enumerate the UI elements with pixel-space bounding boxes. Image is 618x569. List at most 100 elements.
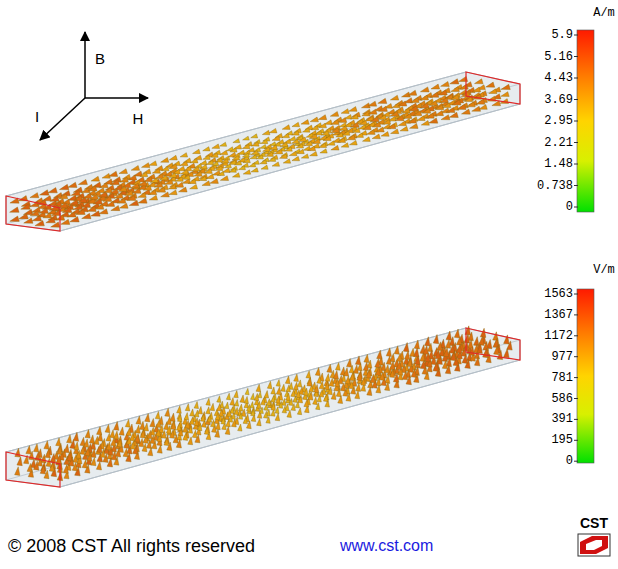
field-arrow (99, 209, 108, 214)
field-arrow (194, 418, 199, 426)
field-arrow (17, 457, 22, 466)
field-arrow (42, 196, 51, 201)
field-arrow (156, 429, 161, 437)
field-arrow (276, 396, 281, 404)
field-arrow (34, 444, 39, 452)
field-arrow (192, 167, 200, 172)
field-arrow (251, 134, 258, 138)
field-arrow (135, 425, 140, 433)
field-arrow (119, 169, 127, 174)
field-arrow (367, 387, 372, 395)
field-arrow (82, 460, 87, 468)
h-axis (85, 97, 148, 99)
field-arrow (250, 402, 254, 409)
field-arrow (177, 414, 181, 421)
field-arrow (464, 334, 470, 343)
field-arrow (97, 427, 102, 435)
slab-edge (6, 328, 520, 487)
field-arrow (59, 194, 68, 199)
field-arrow (375, 367, 380, 376)
field-arrow (210, 403, 215, 410)
field-arrow (119, 203, 128, 208)
field-arrow (408, 118, 417, 123)
field-arrow (155, 412, 160, 420)
field-arrow (303, 128, 310, 132)
field-arrow (381, 132, 389, 137)
field-arrow (311, 125, 319, 129)
field-arrow (386, 356, 391, 365)
scale-unit: A/m (593, 7, 615, 19)
field-arrow (451, 95, 459, 100)
field-arrow (180, 161, 188, 166)
field-arrow (327, 364, 332, 372)
field-arrow (136, 177, 145, 182)
field-arrow (152, 169, 160, 174)
scale-tick (574, 294, 578, 295)
field-arrow (264, 391, 269, 399)
field-arrow (245, 388, 249, 395)
field-arrow (166, 426, 171, 434)
field-arrow (190, 184, 198, 189)
field-arrow (251, 409, 255, 416)
field-arrow (296, 390, 301, 398)
field-arrow (414, 340, 419, 349)
field-arrow (99, 183, 108, 188)
field-arrow (224, 164, 231, 168)
field-arrow (435, 111, 444, 116)
field-arrow (202, 181, 210, 186)
field-arrow (127, 195, 136, 200)
field-arrow (282, 406, 286, 413)
field-arrow (226, 393, 230, 400)
field-arrow (183, 175, 191, 179)
field-arrow (140, 172, 148, 177)
scale-value: 2.95 (544, 115, 573, 127)
field-arrow (69, 200, 78, 205)
slab (6, 326, 520, 487)
field-arrow (172, 169, 180, 174)
field-arrow (307, 378, 312, 386)
field-arrow (132, 188, 141, 193)
field-arrow (50, 454, 55, 463)
axis-label: I (35, 109, 39, 124)
field-arrow (287, 410, 292, 417)
scale-tick (574, 78, 578, 79)
logo-inner (586, 540, 602, 550)
field-arrow (256, 155, 263, 159)
field-arrow (355, 356, 360, 365)
field-arrow (114, 431, 119, 439)
field-arrow (315, 367, 320, 375)
field-arrow (119, 427, 124, 435)
i-axis (40, 98, 85, 140)
scale-tick (574, 142, 578, 143)
field-arrow (438, 90, 447, 95)
field-arrow (429, 101, 438, 106)
slab-body (6, 72, 520, 231)
field-arrow (251, 150, 259, 154)
field-arrow (251, 142, 259, 146)
copyright-note: © 2008 CST All rights reserved (8, 537, 255, 555)
slab (6, 72, 520, 231)
field-arrow (73, 432, 78, 441)
field-arrow (225, 402, 229, 409)
field-arrow (479, 105, 487, 110)
field-arrow (285, 147, 292, 151)
field-arrow (292, 131, 300, 135)
field-arrow (310, 117, 318, 122)
field-arrow (319, 389, 324, 397)
field-arrow (299, 137, 307, 142)
field-arrow (282, 133, 289, 137)
field-arrow (76, 450, 81, 458)
scale-value: 391 (551, 413, 573, 425)
field-arrow (372, 122, 381, 127)
field-arrow (148, 190, 157, 195)
field-arrow (203, 155, 210, 159)
field-arrow (181, 170, 189, 175)
field-arrow (138, 181, 147, 186)
field-arrow (276, 379, 280, 386)
field-arrow (68, 182, 77, 187)
field-arrow (474, 357, 479, 366)
field-arrow (21, 204, 30, 209)
field-arrow (273, 142, 280, 146)
field-arrow (263, 147, 271, 151)
scale-value: 586 (551, 393, 573, 405)
